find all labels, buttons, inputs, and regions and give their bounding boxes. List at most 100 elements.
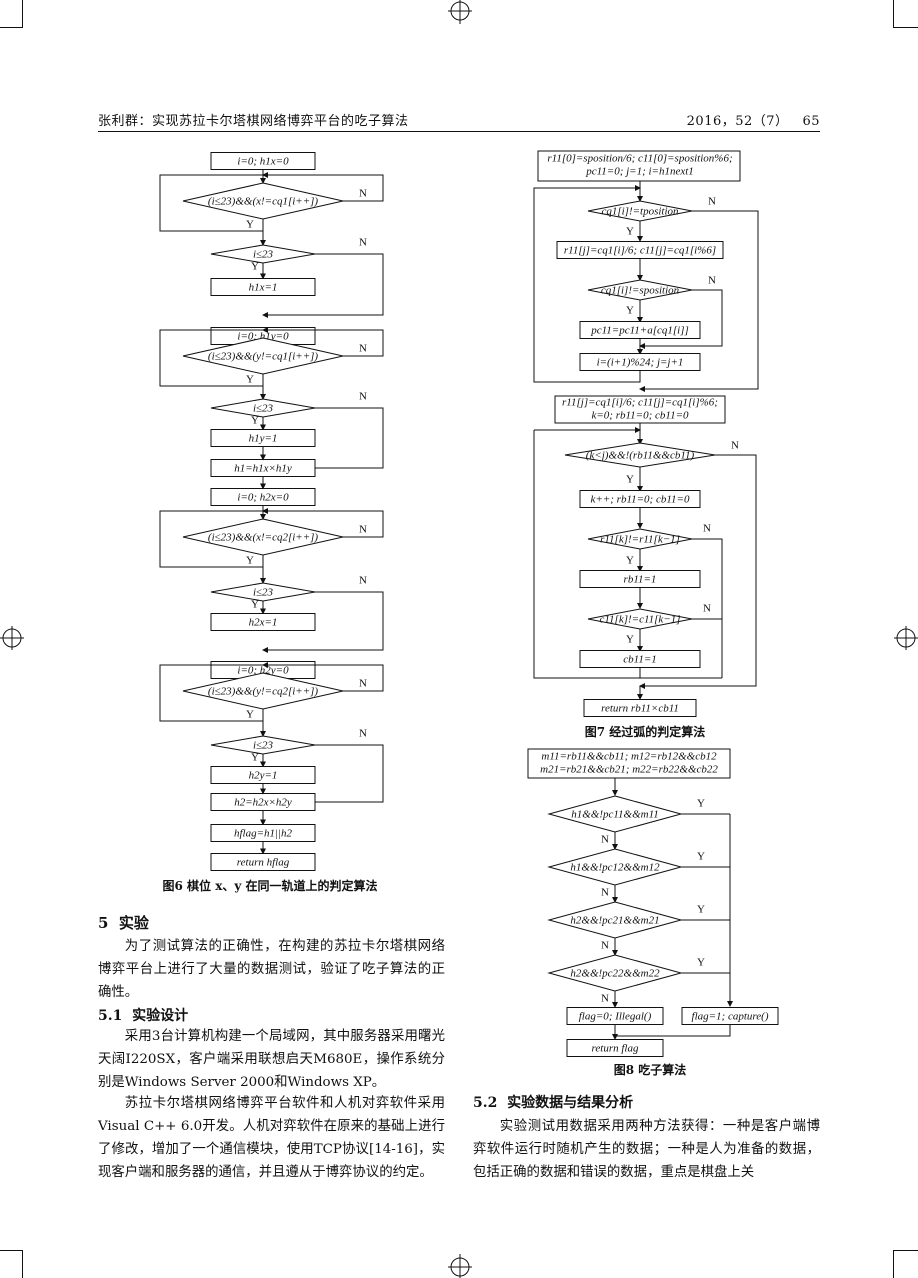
no-label: N: [359, 391, 367, 403]
decision-label: i≤23: [253, 249, 274, 261]
section-5-1-paragraph-1: 采用3台计算机构建一个局域网，其中服务器采用曙光天阔I220SX，客户端采用联想…: [98, 1029, 445, 1090]
process-label: h1y=1: [249, 433, 278, 445]
section-5-1-paragraph-2: 苏拉卡尔塔棋网络博弈平台软件和人机对弈软件采用Visual C++ 6.0开发。…: [98, 1096, 445, 1180]
flow-line: [262, 172, 384, 202]
decision-label: h2&&!pc21&&m21: [570, 915, 659, 927]
crop-mark: [893, 1250, 918, 1251]
flow-line: [639, 289, 723, 349]
registration-mark: [894, 626, 918, 650]
registration-mark: [0, 626, 24, 650]
registration-mark: [448, 1254, 472, 1278]
decision-label: h1&&!pc11&&m11: [571, 809, 659, 821]
flow-line: [639, 454, 757, 689]
crop-mark: [893, 0, 894, 28]
flow-line: [639, 667, 722, 679]
yes-label: Y: [697, 851, 705, 863]
decision-label: i≤23: [253, 740, 274, 752]
process-label: h2=h2x×h2y: [234, 797, 292, 809]
decision-label: (i≤23)&&(x!=cq2[i++]): [208, 532, 319, 544]
no-label: N: [359, 524, 367, 536]
process-label: cb11=1: [623, 654, 657, 666]
process-label: r11[j]=cq1[i]/6; c11[j]=cq1[i%6]: [564, 245, 716, 257]
process-label: return hflag: [237, 857, 290, 869]
process-label: m21=rb21&&cb21; m22=rb22&&cb22: [540, 764, 718, 776]
yes-label: Y: [246, 219, 254, 231]
process-label: h2y=1: [249, 770, 278, 782]
decision-label: cq1[i]!=tposition: [601, 206, 679, 218]
yes-label: Y: [246, 555, 254, 567]
process-box: [583, 699, 697, 717]
flow-line: [159, 329, 264, 387]
process-label: rb11=1: [624, 574, 657, 586]
decision-label: r11[k]!=r11[k−1]: [600, 534, 680, 546]
decision-label: (k<j)&&!(rb11&&cb11): [586, 450, 695, 462]
process-label: r11[0]=sposition/6; c11[0]=sposition%6;: [547, 153, 732, 165]
no-label: N: [708, 196, 716, 208]
process-label: return rb11×cb11: [601, 703, 679, 715]
flow-line: [692, 538, 723, 678]
section-5-2-heading: 5.2 实验数据与结果分析: [473, 1095, 634, 1111]
no-label: N: [359, 237, 367, 249]
crop-mark: [22, 1250, 23, 1278]
flowchart-8: m11=rb11&&cb11; m12=rb12&&cb12m21=rb21&&…: [527, 748, 779, 1057]
decision-label: cq1[i]!=sposition: [601, 285, 680, 297]
yes-label: Y: [626, 634, 634, 646]
figure-7-caption: 图7 经过弧的判定算法: [584, 725, 706, 739]
figure-6-caption: 图6 棋位 x、y 在同一轨道上的判定算法: [162, 879, 378, 893]
no-label: N: [359, 678, 367, 690]
section-5-1-heading: 5.1 实验设计: [98, 1008, 189, 1024]
process-label: hflag=h1||h2: [234, 828, 293, 840]
flow-line: [262, 662, 384, 692]
yes-label: Y: [246, 374, 254, 386]
flow-line: [262, 591, 384, 653]
registration-mark: [448, 0, 472, 24]
process-label: k=0; rb11=0; cb11=0: [591, 410, 689, 422]
no-label: N: [359, 575, 367, 587]
flow-line: [262, 327, 384, 357]
process-label: i=0; h2x=0: [237, 492, 289, 504]
process-box: [537, 150, 741, 182]
process-label: m11=rb11&&cb11; m12=rb12&&cb12: [541, 751, 717, 763]
figure-8-caption: 图8 吃子算法: [613, 1063, 687, 1077]
flow-line: [533, 440, 640, 679]
yes-label: Y: [251, 415, 259, 427]
no-label: N: [731, 440, 739, 452]
flow-line: [159, 510, 264, 568]
yes-label: Y: [626, 474, 634, 486]
decision-label: (i≤23)&&(x!=cq1[i++]): [208, 196, 319, 208]
process-box: [210, 278, 316, 296]
process-label: i=0; h1x=0: [237, 156, 289, 168]
flow-line: [159, 664, 264, 722]
flow-line: [159, 174, 264, 232]
no-label: N: [708, 275, 716, 287]
flow-line: [262, 744, 384, 805]
yes-label: Y: [697, 957, 705, 969]
decision-label: (i≤23)&&(y!=cq2[i++]): [208, 686, 319, 698]
decision-label: i≤23: [253, 587, 274, 599]
no-label: N: [703, 523, 711, 535]
no-label: N: [601, 887, 609, 899]
section-5-heading: 5 实验: [98, 914, 149, 932]
figure-7: r11[0]=sposition/6; c11[0]=sposition%6;p…: [530, 150, 770, 720]
flow-line: [262, 508, 384, 538]
flow-line: [615, 1024, 731, 1037]
decision-label: (i≤23)&&(y!=cq1[i++]): [208, 351, 319, 363]
yes-label: Y: [246, 709, 254, 721]
decision-label: h2&&!pc22&&m22: [570, 968, 660, 980]
flowchart-7: r11[0]=sposition/6; c11[0]=sposition%6;p…: [533, 150, 759, 717]
section-5-paragraph: 为了测试算法的正确性，在构建的苏拉卡尔塔棋网络博弈平台上进行了大量的数据测试，验…: [98, 939, 445, 1000]
yes-label: Y: [697, 904, 705, 916]
crop-mark: [0, 27, 23, 28]
no-label: N: [601, 993, 609, 1005]
no-label: N: [359, 728, 367, 740]
no-label: N: [359, 343, 367, 355]
decision-label: h1&&!pc12&&m12: [570, 862, 660, 874]
flow-line: [262, 407, 384, 471]
yes-label: Y: [251, 599, 259, 611]
flow-line: [533, 185, 641, 383]
crop-mark: [893, 1250, 894, 1278]
running-header-title: 张利群：实现苏拉卡尔塔棋网络博弈平台的吃子算法: [98, 114, 409, 129]
process-label: pc11=0; j=1; i=h1next1: [585, 166, 694, 178]
process-label: r11[j]=cq1[i]/6; c11[j]=cq1[i]%6;: [562, 397, 718, 409]
